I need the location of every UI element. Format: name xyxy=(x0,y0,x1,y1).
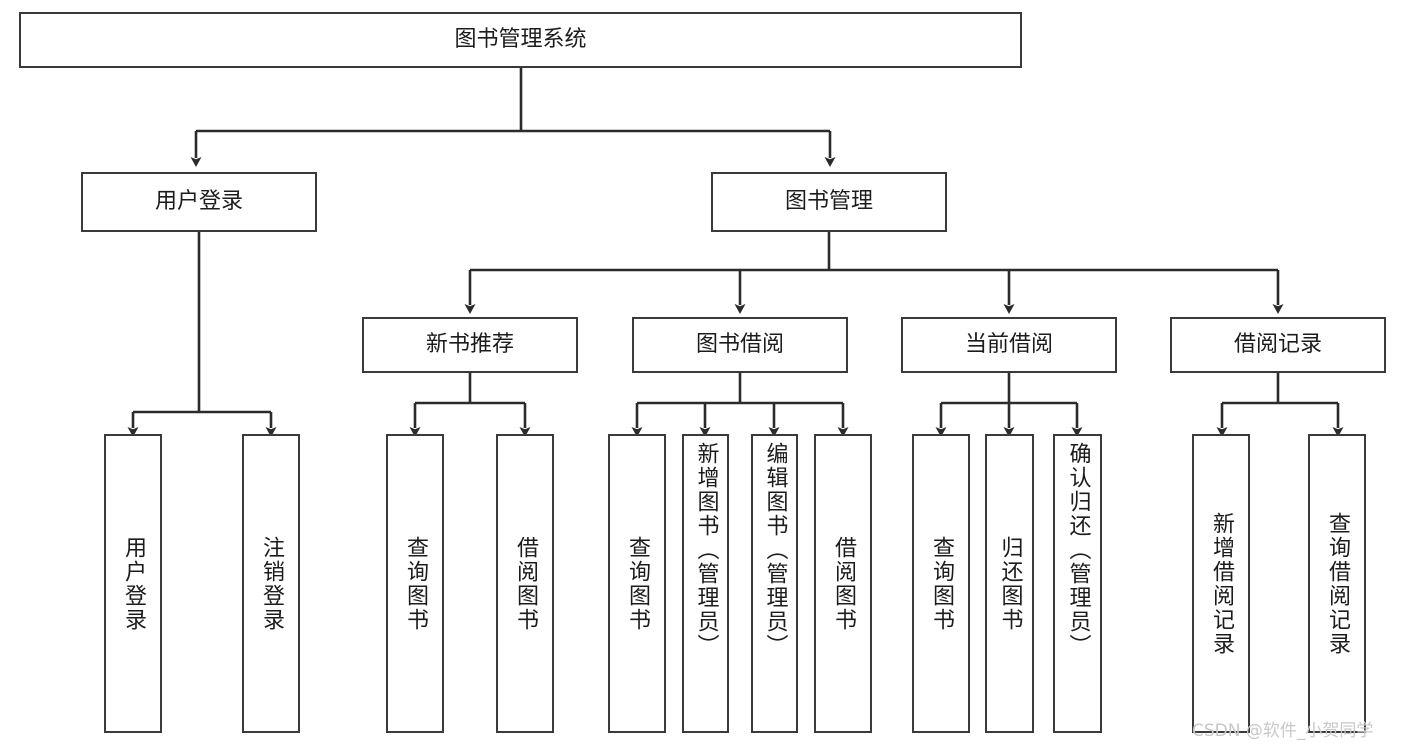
node-leaf-query-book-1-label: 查询图书 xyxy=(403,535,428,632)
node-leaf-return-book-label: 归还图书 xyxy=(997,535,1023,632)
node-user-login-label: 用户登录 xyxy=(154,189,243,215)
node-leaf-add-record-label: 新增借阅记录 xyxy=(1209,511,1234,656)
node-leaf-borrow-book-1[interactable]: 借阅图书 xyxy=(496,434,554,733)
node-root[interactable]: 图书管理系统 xyxy=(19,12,1022,68)
watermark-text: CSDN @软件_小贺同学 xyxy=(1192,721,1374,741)
node-new-book-recommend-label: 新书推荐 xyxy=(425,332,514,358)
node-new-book-recommend[interactable]: 新书推荐 xyxy=(362,317,578,373)
node-current-borrow-label: 当前借阅 xyxy=(964,332,1053,358)
node-leaf-user-login[interactable]: 用户登录 xyxy=(104,434,162,733)
node-current-borrow[interactable]: 当前借阅 xyxy=(901,317,1117,373)
node-root-label: 图书管理系统 xyxy=(454,27,587,53)
node-leaf-query-book-3[interactable]: 查询图书 xyxy=(912,434,970,733)
node-leaf-add-book[interactable]: 新增图书（管理员） xyxy=(682,434,729,733)
node-book-borrow-label: 图书借阅 xyxy=(695,332,784,358)
node-leaf-confirm-return[interactable]: 确认归还（管理员） xyxy=(1053,434,1102,733)
node-leaf-edit-book-label: 编辑图书（管理员） xyxy=(762,442,788,658)
node-leaf-borrow-book-2[interactable]: 借阅图书 xyxy=(814,434,872,733)
node-leaf-query-record[interactable]: 查询借阅记录 xyxy=(1308,434,1366,733)
node-leaf-add-record[interactable]: 新增借阅记录 xyxy=(1192,434,1250,733)
node-leaf-user-login-label: 用户登录 xyxy=(121,535,146,632)
node-leaf-logout-login[interactable]: 注销登录 xyxy=(242,434,300,733)
node-book-management[interactable]: 图书管理 xyxy=(711,172,947,232)
node-leaf-edit-book[interactable]: 编辑图书（管理员） xyxy=(751,434,798,733)
node-borrow-record[interactable]: 借阅记录 xyxy=(1170,317,1386,373)
node-user-login[interactable]: 用户登录 xyxy=(81,172,317,232)
node-leaf-query-book-2[interactable]: 查询图书 xyxy=(608,434,666,733)
node-leaf-return-book[interactable]: 归还图书 xyxy=(985,434,1034,733)
node-leaf-query-book-3-label: 查询图书 xyxy=(929,535,954,632)
node-borrow-record-label: 借阅记录 xyxy=(1233,332,1322,358)
node-leaf-logout-login-label: 注销登录 xyxy=(259,535,284,632)
node-leaf-add-book-label: 新增图书（管理员） xyxy=(693,442,719,658)
node-book-borrow[interactable]: 图书借阅 xyxy=(632,317,848,373)
node-leaf-confirm-return-label: 确认归还（管理员） xyxy=(1065,442,1091,658)
node-book-management-label: 图书管理 xyxy=(784,189,873,215)
node-leaf-query-book-2-label: 查询图书 xyxy=(625,535,650,632)
node-leaf-query-book-1[interactable]: 查询图书 xyxy=(386,434,444,733)
node-leaf-borrow-book-1-label: 借阅图书 xyxy=(513,535,538,632)
node-leaf-borrow-book-2-label: 借阅图书 xyxy=(831,535,856,632)
node-leaf-query-record-label: 查询借阅记录 xyxy=(1325,511,1350,656)
